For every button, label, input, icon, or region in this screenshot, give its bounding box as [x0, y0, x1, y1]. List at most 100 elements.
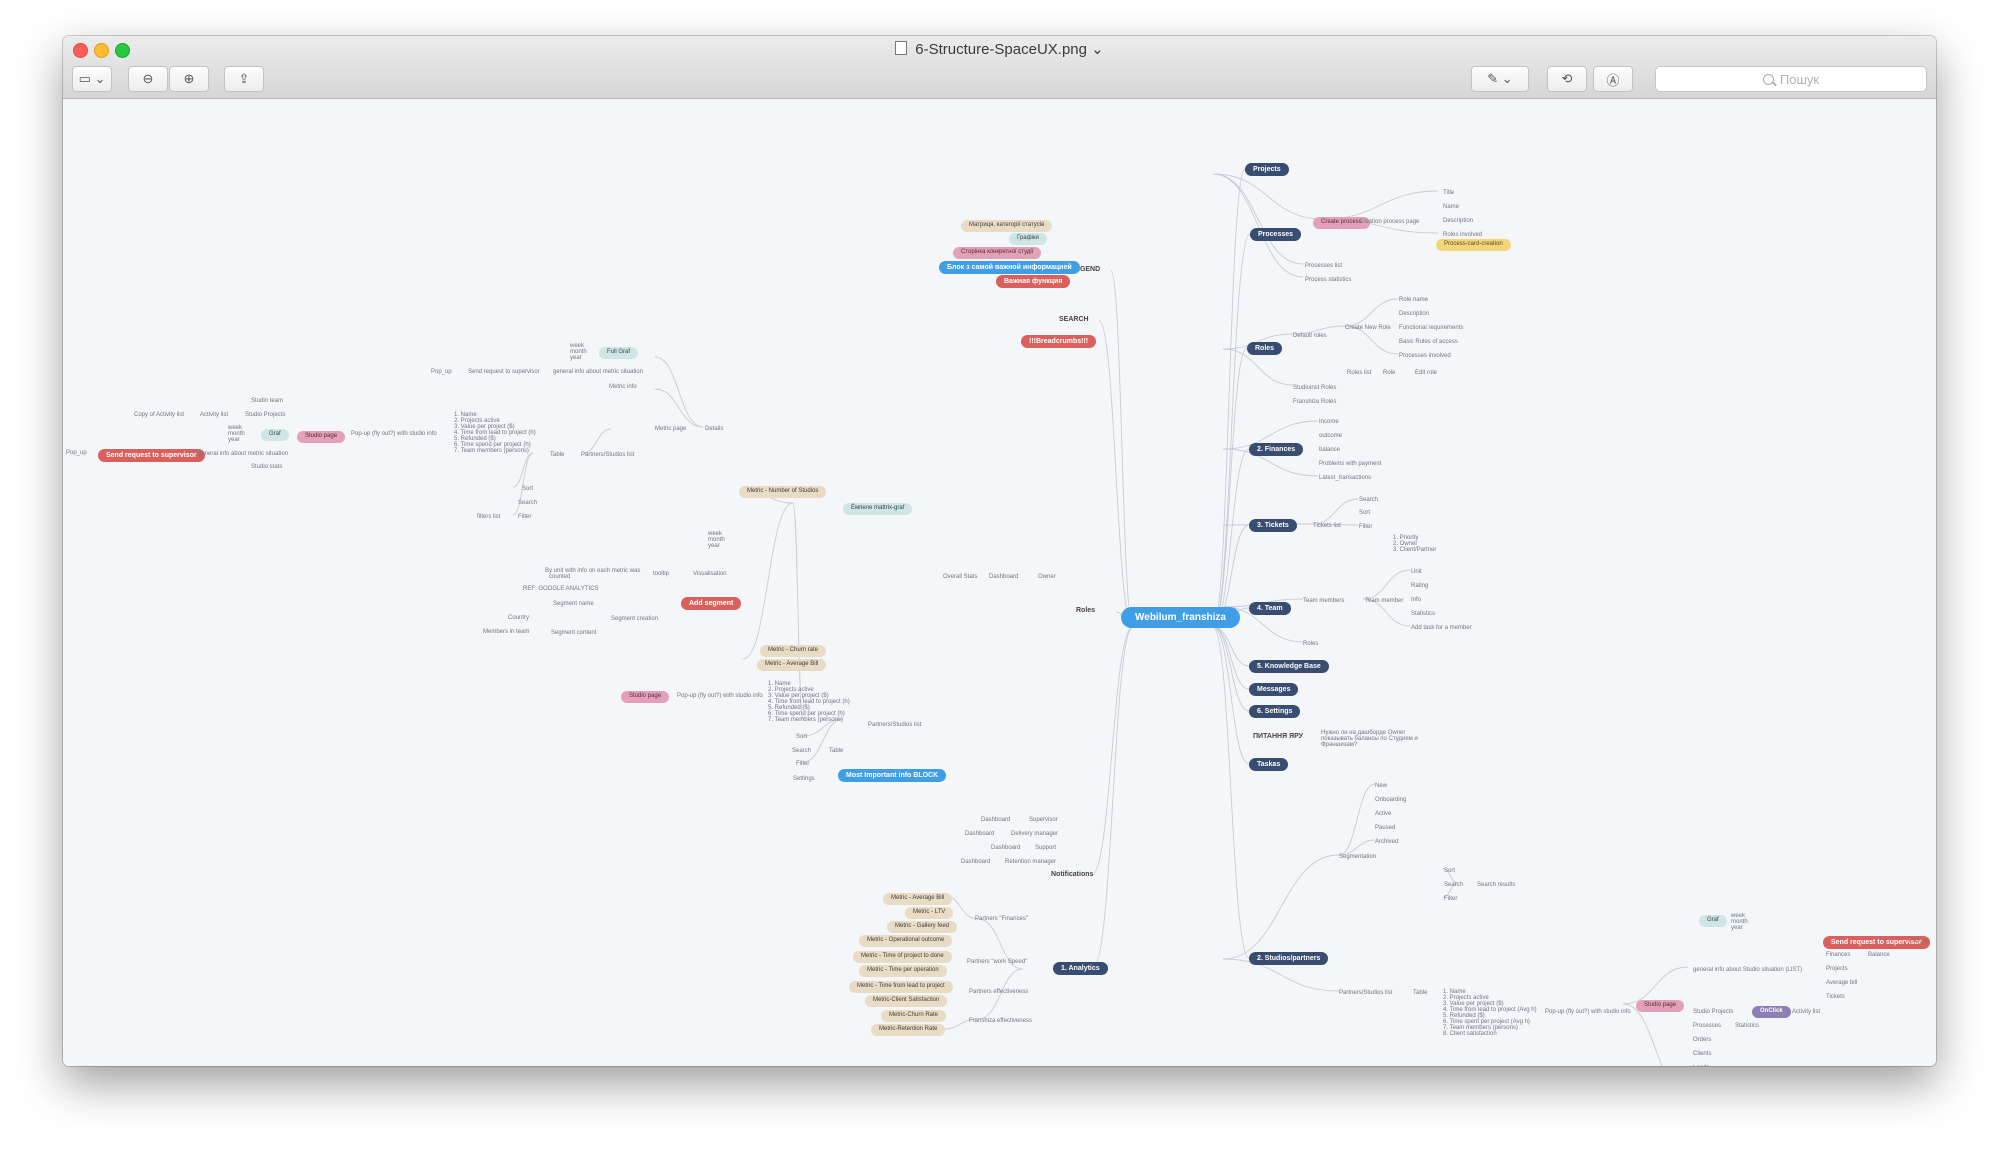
- map-node[interactable]: Metric - Time of project to done: [853, 951, 952, 963]
- leaf-label: week: [570, 343, 585, 349]
- leaf-label: 3. Value per project ($): [1443, 1001, 1504, 1007]
- map-node[interactable]: Metric - Gallery feed: [887, 921, 958, 933]
- leaf-label: Partners "Finances": [975, 916, 1028, 922]
- leaf-label: Active: [1375, 811, 1392, 817]
- map-node[interactable]: Ёмпеле mattrix-graf: [843, 503, 913, 515]
- window-title[interactable]: 6-Structure-SpaceUX.png ⌄: [63, 40, 1936, 58]
- map-node[interactable]: Metric - Average Bill: [757, 659, 827, 671]
- connector: [1098, 320, 1134, 628]
- map-node[interactable]: LEGEND: [1071, 266, 1101, 273]
- map-node[interactable]: Metric - Number of Studios: [739, 486, 827, 498]
- branch-node[interactable]: 6. Settings: [1249, 705, 1301, 719]
- branch-node[interactable]: 5. Knowledge Base: [1249, 660, 1329, 674]
- map-node[interactable]: Studio page: [1636, 1000, 1685, 1012]
- map-node[interactable]: Metric-Client Satisfaction: [865, 995, 948, 1007]
- leaf-label: Income: [1319, 419, 1339, 425]
- map-node[interactable]: Send request to supervisor: [98, 449, 205, 463]
- central-node[interactable]: Webilum_franshiza: [1121, 607, 1240, 628]
- branch-node[interactable]: 3. Tickets: [1249, 519, 1297, 533]
- rotate-button[interactable]: ⟲: [1547, 66, 1587, 92]
- leaf-label: 6. Time spend per project (h): [768, 711, 845, 717]
- map-node[interactable]: Metric - Time from lead to project: [849, 981, 953, 993]
- branch-node[interactable]: 2. Studios/partners: [1249, 952, 1329, 966]
- branch-node[interactable]: Messages: [1249, 683, 1299, 697]
- map-node[interactable]: Metric-Churn Rate: [881, 1010, 947, 1022]
- map-node[interactable]: Metric - Churn rate: [760, 645, 827, 657]
- leaf-label: Pop-up (fly out?) with studio info: [677, 693, 763, 699]
- branch-node[interactable]: Projects: [1245, 163, 1289, 177]
- leaf-label: Average bill: [1826, 980, 1858, 986]
- map-node[interactable]: Add segment: [681, 597, 742, 611]
- leaf-label: Members in team: [483, 629, 530, 635]
- leaf-label: Filter: [1359, 524, 1373, 530]
- branch-node[interactable]: Processes: [1250, 228, 1302, 242]
- leaf-label: Processes list: [1305, 263, 1343, 269]
- connector: [582, 428, 612, 454]
- minimize-window-button[interactable]: [94, 43, 109, 58]
- zoom-window-button[interactable]: [115, 43, 130, 58]
- map-node[interactable]: Блок з самой важной информацией: [939, 261, 1080, 275]
- map-node[interactable]: Send request to supervisor: [1823, 936, 1930, 950]
- leaf-label: Segment content: [551, 630, 597, 636]
- map-node[interactable]: Roles: [1076, 607, 1096, 614]
- close-window-button[interactable]: [73, 43, 88, 58]
- search-placeholder: Пошук: [1779, 71, 1820, 87]
- leaf-label: 7. Team members (persons): [454, 448, 529, 454]
- branch-node[interactable]: Taskas: [1249, 758, 1289, 772]
- leaf-label: Create New Role: [1345, 325, 1391, 331]
- leaf-label: Filter: [1444, 896, 1458, 902]
- map-node[interactable]: Metric - LTV: [905, 907, 954, 919]
- sidebar-toggle-button[interactable]: ▭ ⌄: [72, 66, 112, 92]
- leaf-label: Finances: [1826, 952, 1851, 958]
- map-node[interactable]: Create process: [1313, 217, 1370, 229]
- leaf-label: Pop-up (fly out?) with studio info: [351, 431, 437, 437]
- leaf-label: Studio Projects: [245, 412, 286, 418]
- markup-button[interactable]: ✎ ⌄: [1471, 66, 1529, 92]
- leaf-label: general info about Studio situation (LIS…: [1693, 967, 1803, 973]
- share-button[interactable]: ⇪: [224, 66, 264, 92]
- map-node[interactable]: Metric - Average Bill: [883, 893, 953, 905]
- map-node[interactable]: Матриця, категорії статусів: [961, 220, 1053, 232]
- leaf-label: Process statistics: [1305, 277, 1352, 283]
- zoom-in-button[interactable]: ⊕: [169, 66, 209, 92]
- branch-node[interactable]: Roles: [1247, 342, 1283, 356]
- map-node[interactable]: Studio page: [297, 431, 346, 443]
- map-node[interactable]: OnClick: [1752, 1006, 1791, 1018]
- leaf-label: New: [1375, 783, 1388, 789]
- map-node[interactable]: Process-card-creation: [1436, 239, 1511, 251]
- leaf-label: Studioinst Roles: [1293, 385, 1337, 391]
- map-node[interactable]: Сторінка конкретної студії: [953, 247, 1042, 259]
- branch-node[interactable]: 2. Finances: [1249, 443, 1304, 457]
- leaf-label: Details: [705, 426, 724, 432]
- map-node[interactable]: Most Important info BLOCK: [838, 769, 947, 783]
- map-node[interactable]: Metric - Operational outcome: [859, 935, 953, 947]
- zoom-out-icon: ⊖: [142, 71, 154, 86]
- search-field[interactable]: Пошук: [1655, 66, 1927, 92]
- leaf-label: Pop_up: [66, 450, 87, 456]
- branch-node[interactable]: 4. Team: [1249, 602, 1291, 616]
- map-node[interactable]: Full Graf: [599, 347, 639, 359]
- leaf-label: Search: [1444, 882, 1464, 888]
- map-node[interactable]: !!!Breadcrumbs!!!: [1021, 335, 1097, 349]
- annotate-button[interactable]: Ⓐ: [1593, 66, 1633, 92]
- map-node[interactable]: Metric-Retention Rate: [871, 1024, 946, 1036]
- map-node[interactable]: Graf: [261, 429, 289, 441]
- leaf-label: Team member: [1365, 598, 1404, 604]
- map-node[interactable]: ПИТАННЯ ЯРУ: [1253, 733, 1304, 740]
- leaf-label: Activity list: [200, 412, 229, 418]
- map-node[interactable]: Graf: [1699, 915, 1727, 927]
- map-node[interactable]: Важная функция: [996, 275, 1071, 289]
- map-node[interactable]: SEARCH: [1059, 316, 1089, 323]
- map-node[interactable]: Metric - Time per operation: [859, 965, 947, 977]
- leaf-label: 1. Name: [1443, 989, 1466, 995]
- map-node[interactable]: Studio page: [621, 691, 670, 703]
- zoom-out-button[interactable]: ⊖: [128, 66, 168, 92]
- map-node[interactable]: Графіки: [1009, 233, 1047, 245]
- map-node[interactable]: Notifications: [1051, 871, 1094, 878]
- connector: [1344, 325, 1399, 355]
- leaf-label: Visualisation: [693, 571, 727, 577]
- leaf-label: 8. Client satisfaction: [1443, 1031, 1497, 1037]
- leaf-label: показывать балансы по Студиям и: [1321, 736, 1418, 742]
- map-node[interactable]: 1. Analytics: [1053, 962, 1108, 976]
